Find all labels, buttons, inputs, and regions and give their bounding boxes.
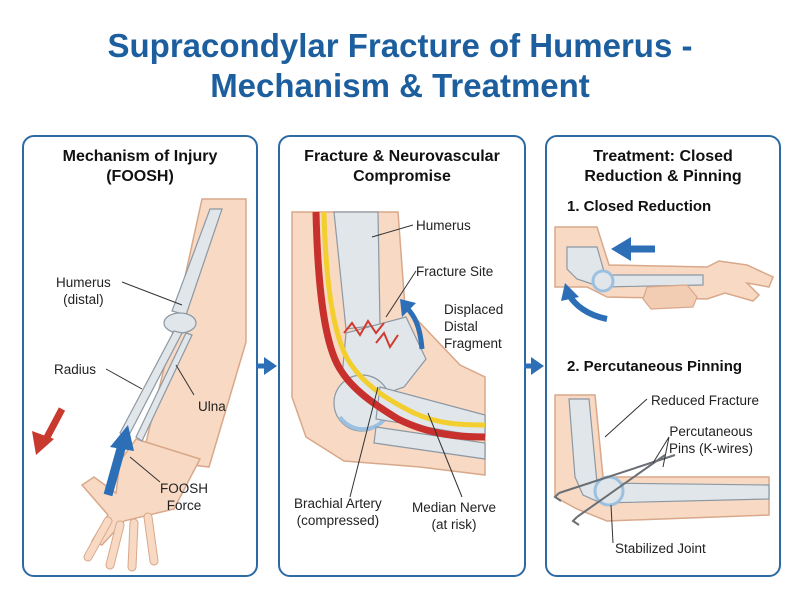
label-fracture-site: Fracture Site (416, 264, 494, 279)
treatment-illustration (553, 226, 774, 544)
label-humerus: Humerus (416, 218, 471, 233)
leader-stabilized (610, 504, 614, 544)
flexion-arrow-shaft (566, 293, 608, 322)
ulna-bone (135, 332, 193, 442)
leader-artery (349, 386, 379, 498)
panel-title-treatment: Treatment: Closed Reduction & Pinning (584, 148, 742, 185)
leader-nerve (427, 412, 463, 498)
k-wire-2 (576, 454, 666, 518)
label-ulna: Ulna (198, 399, 226, 414)
label-reduced-fracture: Reduced Fracture (651, 393, 760, 408)
leader-humerus (371, 224, 414, 238)
leader-reduced (604, 398, 648, 438)
label-median-nerve: Median Nerve (at risk) (412, 500, 497, 532)
reduction-arrow-head (611, 237, 631, 261)
pinning-bones (568, 398, 770, 504)
fracture-line (343, 319, 385, 337)
panel-title-injury: Mechanism of Injury (FOOSH) (62, 148, 218, 185)
leader-force (129, 456, 161, 483)
panel-treatment: Treatment: Closed Reduction & Pinning 1.… (545, 135, 781, 577)
fall-arrow-head (32, 431, 54, 455)
page-title: Supracondylar Fracture of Humerus - Mech… (0, 26, 800, 106)
leader-fracture-site (385, 270, 417, 318)
fracture-illustration (291, 211, 486, 498)
label-foosh-force: FOOSH Force (160, 481, 209, 513)
brachial-artery (312, 211, 486, 441)
panel-title-fracture: Fracture & Neurovascular Compromise (304, 148, 500, 185)
label-brachial-artery: Brachial Artery (compressed) (294, 496, 382, 528)
leader-pins-2 (662, 436, 670, 468)
arm-skin (141, 198, 247, 468)
leader-ulna (175, 364, 195, 396)
median-nerve (321, 211, 486, 428)
flow-arrow-1 (256, 357, 277, 375)
label-radius: Radius (54, 362, 97, 377)
panel-fracture-neurovascular: Fracture & Neurovascular Compromise Hume… (278, 135, 526, 577)
panel-mechanism-of-injury: Mechanism of Injury (FOOSH) Humerus (dis… (22, 135, 258, 577)
helper-hand (642, 284, 698, 310)
label-displaced-fragment: Displaced Distal Fragment (444, 302, 504, 351)
label-percutaneous-pins: Percutaneous Pins (K-wires) (669, 424, 754, 456)
step-2-heading: 2. Percutaneous Pinning (567, 358, 743, 375)
title-line-2: Mechanism & Treatment (210, 67, 590, 104)
leader-radius (105, 368, 143, 390)
leader-pins-1 (652, 436, 670, 464)
label-humerus-distal: Humerus (distal) (56, 275, 111, 307)
foosh-arrow-shaft (103, 443, 127, 497)
foosh-arrow-head (110, 425, 134, 451)
flow-arrow-2 (524, 357, 544, 375)
reduction-joint (591, 269, 615, 293)
label-stabilized-joint: Stabilized Joint (615, 541, 706, 556)
step-1-heading: 1. Closed Reduction (567, 198, 712, 215)
flexion-arrow-head (561, 283, 579, 301)
displacement-arrow-head (400, 299, 416, 317)
elbow-joint (163, 312, 197, 334)
leader-humerus (121, 281, 183, 306)
injury-arm-illustration (32, 198, 247, 572)
title-line-1: Supracondylar Fracture of Humerus - (107, 27, 693, 64)
